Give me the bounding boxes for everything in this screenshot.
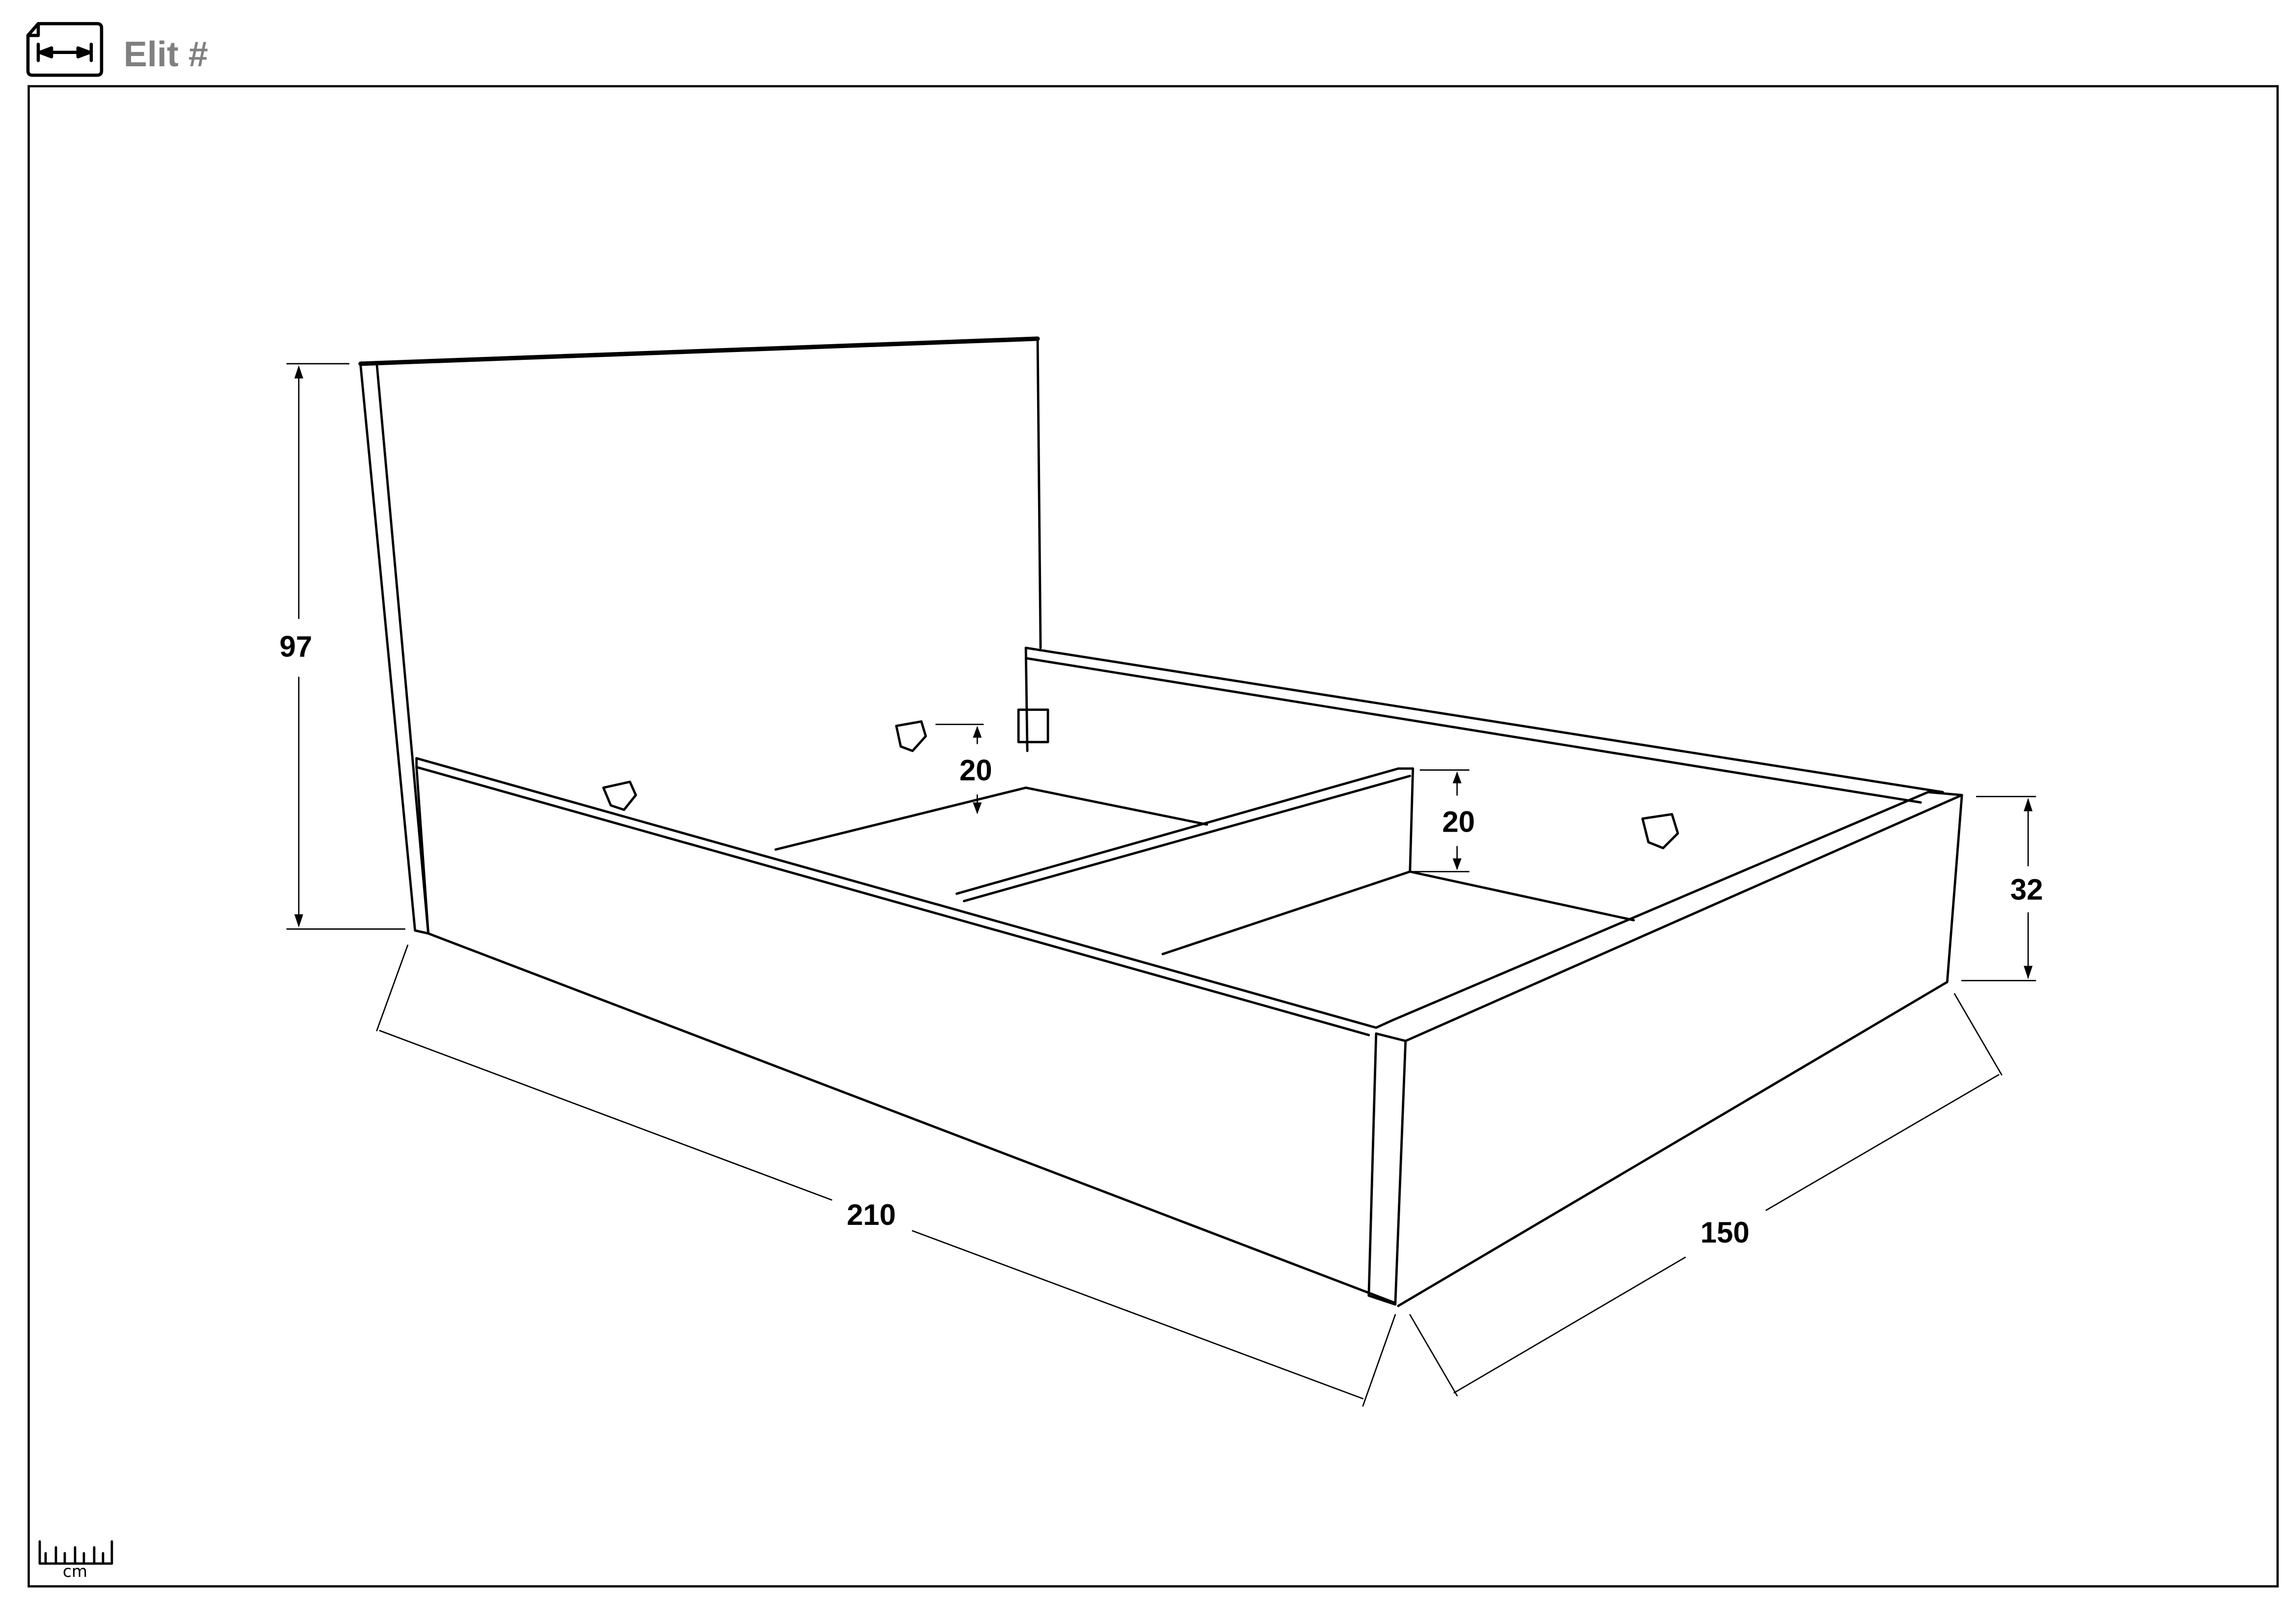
- width-label: 150: [1700, 1216, 1749, 1249]
- bed-outline: [358, 336, 1963, 1307]
- inner-depth-left-label: 20: [960, 754, 992, 787]
- dimensions-icon: [26, 22, 104, 77]
- length-label: 210: [847, 1198, 896, 1231]
- inner-depth-right-label: 20: [1442, 805, 1475, 838]
- side-height-label: 32: [2010, 873, 2043, 906]
- ruler-icon: [38, 1540, 113, 1565]
- page-title: Elit #: [124, 35, 208, 74]
- dimension-arrows: [294, 365, 2033, 979]
- dimension-lines: [286, 363, 2036, 1407]
- drawing-frame: [27, 85, 2279, 1588]
- scale-unit: cm: [63, 1562, 87, 1581]
- height-label: 97: [279, 630, 312, 663]
